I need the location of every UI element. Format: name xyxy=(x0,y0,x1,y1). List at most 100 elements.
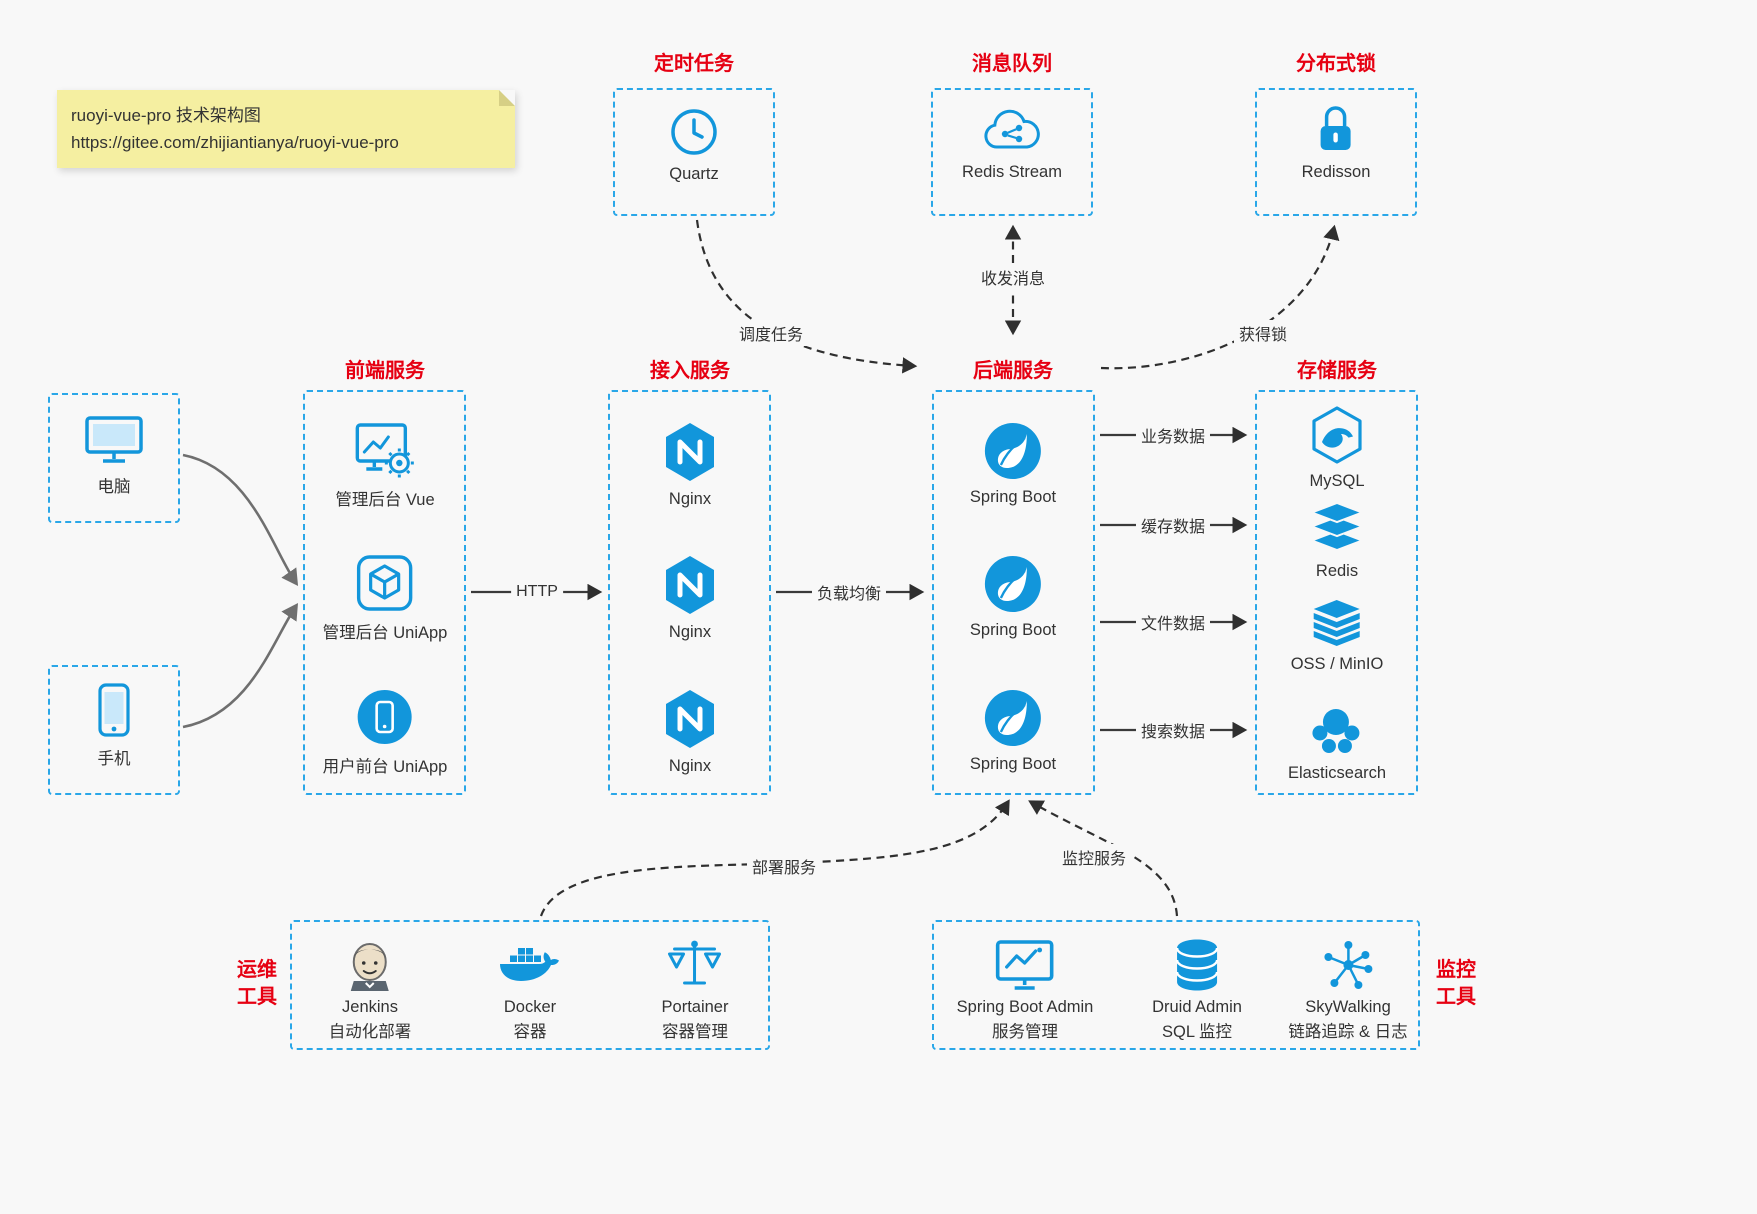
node-jenkins: Jenkins 自动化部署 xyxy=(328,936,412,1042)
edge-label-file-data: 文件数据 xyxy=(1135,609,1211,635)
group-title-distributed-lock: 分布式锁 xyxy=(1296,53,1376,75)
user-app-icon xyxy=(356,688,414,746)
node-druid-admin-label: Druid Admin xyxy=(1152,998,1242,1016)
cloud-stream-icon xyxy=(982,108,1042,156)
jenkins-icon xyxy=(344,936,396,994)
node-redisson-label: Redisson xyxy=(1301,163,1371,181)
desktop-icon xyxy=(83,412,145,466)
access-services-box xyxy=(608,390,771,795)
node-docker: Docker 容器 xyxy=(497,936,563,1042)
node-skywalking: SkyWalking 链路追踪 & 日志 xyxy=(1288,936,1408,1042)
node-portainer: Portainer 容器管理 xyxy=(661,936,728,1042)
node-desktop-label: 电脑 xyxy=(97,478,131,496)
ops-tools-label-line2: 工具 xyxy=(237,986,277,1008)
node-admin-uniapp: 管理后台 UniApp xyxy=(322,554,448,643)
mysql-icon xyxy=(1308,405,1366,465)
node-spring-boot-1: Spring Boot xyxy=(970,421,1056,507)
edge-label-monitor-service: 监控服务 xyxy=(1056,844,1132,870)
docker-icon xyxy=(497,936,563,994)
group-title-message-queue: 消息队列 xyxy=(972,53,1052,75)
node-desktop: 电脑 xyxy=(83,412,145,497)
ops-tools-box xyxy=(290,920,770,1050)
node-spring-boot-3-label: Spring Boot xyxy=(969,755,1057,773)
distributed-lock-box xyxy=(1255,88,1417,216)
node-redis-stream-label: Redis Stream xyxy=(962,163,1062,181)
node-phone: 手机 xyxy=(97,682,131,769)
node-skywalking-label: SkyWalking xyxy=(1305,998,1391,1016)
node-nginx-1: Nginx xyxy=(662,421,718,509)
node-mysql-label: MySQL xyxy=(1309,472,1365,490)
spring-boot-icon xyxy=(983,554,1043,614)
node-redis-label: Redis xyxy=(1315,562,1359,580)
monitor-tools-box xyxy=(932,920,1420,1050)
column-title-storage: 存储服务 xyxy=(1297,360,1377,382)
node-spring-boot-1-label: Spring Boot xyxy=(969,488,1057,506)
node-skywalking-sublabel: 链路追踪 & 日志 xyxy=(1288,1023,1408,1041)
elasticsearch-icon xyxy=(1309,705,1365,757)
node-elasticsearch-label: Elasticsearch xyxy=(1287,764,1387,782)
phone-client-box xyxy=(48,665,180,795)
desktop-client-box xyxy=(48,393,180,523)
node-spring-boot-admin-sublabel: 服务管理 xyxy=(991,1023,1058,1041)
node-jenkins-label: Jenkins xyxy=(342,998,398,1016)
node-spring-boot-3: Spring Boot xyxy=(970,688,1056,774)
edge-label-business-data: 业务数据 xyxy=(1135,422,1211,448)
node-portainer-sublabel: 容器管理 xyxy=(661,1023,728,1041)
node-spring-boot-admin-label: Spring Boot Admin xyxy=(956,998,1094,1016)
node-mysql: MySQL xyxy=(1308,405,1366,491)
node-nginx-1-label: Nginx xyxy=(668,490,712,508)
nginx-icon xyxy=(662,688,718,750)
node-elasticsearch: Elasticsearch xyxy=(1288,705,1386,783)
spring-boot-admin-icon xyxy=(994,936,1056,994)
skywalking-network-icon xyxy=(1320,936,1376,994)
node-nginx-2: Nginx xyxy=(662,554,718,642)
spring-boot-icon xyxy=(983,688,1043,748)
scheduled-task-box xyxy=(613,88,775,216)
druid-database-icon xyxy=(1170,936,1224,994)
edge-label-deploy-service: 部署服务 xyxy=(746,853,822,879)
node-druid-admin: Druid Admin SQL 监控 xyxy=(1152,936,1242,1042)
node-oss-minio-label: OSS / MinIO xyxy=(1290,655,1384,673)
node-nginx-3: Nginx xyxy=(662,688,718,776)
node-user-uniapp-label: 用户前台 UniApp xyxy=(322,758,448,776)
node-jenkins-sublabel: 自动化部署 xyxy=(328,1023,412,1041)
node-druid-admin-sublabel: SQL 监控 xyxy=(1162,1023,1232,1041)
node-redisson: Redisson xyxy=(1301,104,1371,182)
node-oss-minio: OSS / MinIO xyxy=(1290,598,1384,674)
node-spring-boot-2: Spring Boot xyxy=(970,554,1056,640)
nginx-icon xyxy=(662,554,718,616)
node-admin-uniapp-label: 管理后台 UniApp xyxy=(322,624,448,642)
message-queue-box xyxy=(931,88,1093,216)
column-title-access: 接入服务 xyxy=(650,360,730,382)
note-title: ruoyi-vue-pro 技术架构图 xyxy=(71,106,261,125)
clock-icon xyxy=(668,106,720,158)
node-redis-stream: Redis Stream xyxy=(962,108,1062,182)
storage-services-box xyxy=(1255,390,1418,795)
node-redis: Redis xyxy=(1308,501,1366,581)
node-phone-label: 手机 xyxy=(97,750,131,768)
portainer-scale-icon xyxy=(667,936,723,994)
redis-icon xyxy=(1308,501,1366,555)
edge-label-schedule-task: 调度任务 xyxy=(733,320,809,346)
monitor-tools-label-line2: 工具 xyxy=(1436,986,1476,1008)
edge-label-send-receive-message: 收发消息 xyxy=(975,264,1051,290)
ops-tools-label-line1: 运维 xyxy=(237,959,277,981)
note-url: https://gitee.com/zhijiantianya/ruoyi-vu… xyxy=(71,133,399,152)
node-quartz-label: Quartz xyxy=(669,165,719,183)
edge-label-acquire-lock: 获得锁 xyxy=(1233,320,1293,346)
admin-vue-icon xyxy=(354,421,416,479)
node-spring-boot-admin: Spring Boot Admin 服务管理 xyxy=(956,936,1094,1042)
edge-desktop-to-frontend xyxy=(182,453,299,587)
frontend-services-box xyxy=(303,390,466,795)
node-docker-label: Docker xyxy=(503,998,557,1016)
node-admin-vue: 管理后台 Vue xyxy=(335,421,435,510)
node-spring-boot-2-label: Spring Boot xyxy=(969,621,1057,639)
lock-icon xyxy=(1313,104,1359,156)
edge-acquire-lock xyxy=(1100,224,1340,370)
node-user-uniapp: 用户前台 UniApp xyxy=(322,688,448,777)
uniapp-cube-icon xyxy=(356,554,414,612)
node-docker-sublabel: 容器 xyxy=(513,1023,547,1041)
group-title-scheduled-task: 定时任务 xyxy=(654,53,734,75)
